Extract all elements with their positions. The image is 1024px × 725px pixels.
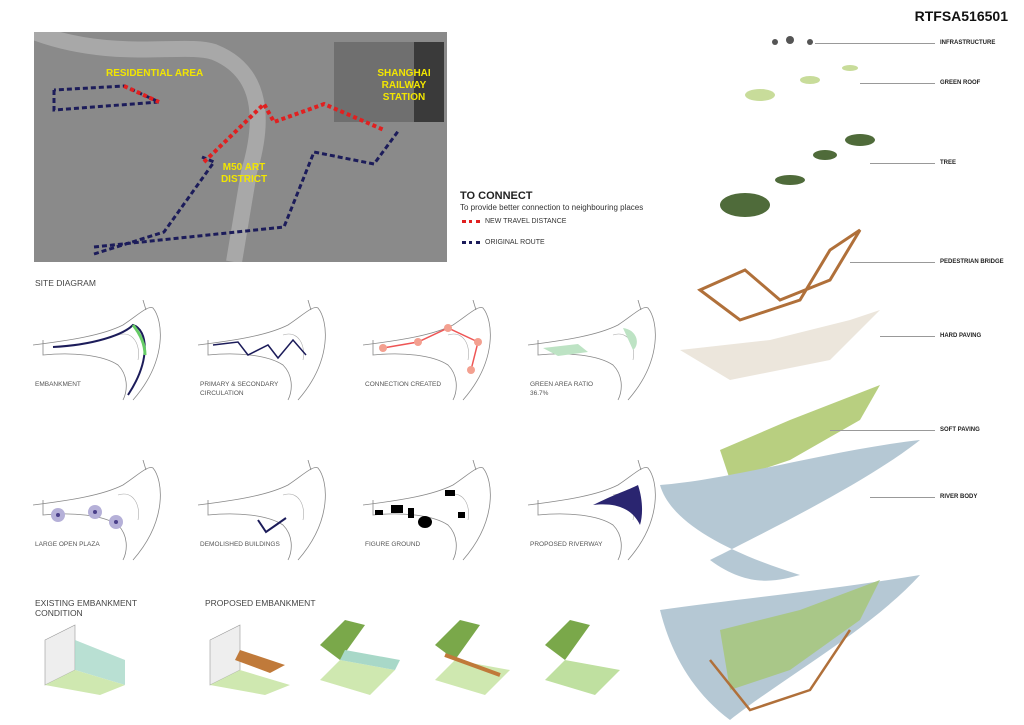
diagram-label: PROPOSED RIVERWAY (530, 541, 603, 548)
legend-original-route: ORIGINAL ROUTE (462, 239, 545, 246)
diagram-label: EMBANKMENT (35, 381, 81, 388)
board-code: RTFSA516501 (914, 8, 1008, 24)
label-residential-area: RESIDENTIAL AREA (106, 68, 204, 79)
layer-label-infrastructure: INFRASTRUCTURE (940, 40, 996, 46)
layer-pedestrian-bridge (697, 228, 862, 322)
layer-label-green-roof: GREEN ROOF (940, 80, 981, 86)
route-overlay (34, 32, 444, 262)
legend-label: NEW TRAVEL DISTANCE (485, 218, 567, 225)
layer-river-body (660, 440, 920, 581)
layer-label-hard-paving: HARD PAVING (940, 333, 982, 339)
proposed-embankment-title: PROPOSED EMBANKMENT (205, 598, 316, 608)
diagram-label: CONNECTION CREATED (365, 381, 442, 388)
layer-hard-paving (680, 310, 880, 380)
proposed-section-4 (545, 620, 620, 695)
existing-embankment-title: EXISTING EMBANKMENT CONDITION (35, 598, 137, 618)
embankment-sections (44, 620, 620, 695)
diagram-demolished: DEMOLISHED BUILDINGS (198, 460, 333, 565)
site-diagram-title: SITE DIAGRAM (35, 278, 96, 288)
layer-green-roof (745, 65, 858, 101)
diagram-green-area: GREEN AREA RATIO 36.7% (528, 300, 663, 405)
diagram-label: LARGE OPEN PLAZA (35, 541, 100, 548)
diagram-embankment: EMBANKMENT (33, 300, 168, 405)
connect-title: TO CONNECT (460, 190, 533, 202)
proposed-section-1 (209, 624, 290, 695)
aerial-map: RESIDENTIAL AREA SHANGHAI RAILWAY STATIO… (34, 32, 447, 262)
layer-tree (720, 134, 875, 217)
diagram-circulation: PRIMARY & SECONDARY CIRCULATION (198, 300, 333, 405)
proposed-section-3 (435, 620, 510, 695)
diagram-riverway: PROPOSED RIVERWAY (528, 460, 663, 565)
layer-label-river-body: RIVER BODY (940, 494, 978, 500)
connect-subtitle: To provide better connection to neighbou… (460, 203, 644, 212)
legend-label: ORIGINAL ROUTE (485, 239, 545, 246)
diagram-label: FIGURE GROUND (365, 541, 421, 548)
diagram-label: PRIMARY & SECONDARY CIRCULATION (200, 381, 279, 397)
layer-label-soft-paving: SOFT PAVING (940, 427, 980, 433)
diagram-figure-ground: FIGURE GROUND (363, 460, 498, 565)
layer-soft-paving (720, 385, 880, 480)
proposed-section-2 (320, 620, 400, 695)
label-railway-station: SHANGHAI RAILWAY STATION (377, 68, 431, 103)
layer-label-tree: TREE (940, 160, 957, 166)
label-m50-art-district: M50 ART DISTRICT (220, 162, 268, 185)
diagram-label: GREEN AREA RATIO 36.7% (530, 381, 594, 397)
existing-section (44, 624, 125, 695)
layered-axonometric (660, 36, 920, 720)
diagram-open-plaza: LARGE OPEN PLAZA (33, 460, 168, 565)
layer-infrastructure (772, 36, 813, 45)
legend-new-travel: NEW TRAVEL DISTANCE (462, 218, 566, 225)
layer-label-pedestrian-bridge: PEDESTRIAN BRIDGE (940, 259, 1004, 265)
diagram-label: DEMOLISHED BUILDINGS (200, 541, 280, 548)
diagram-connection: CONNECTION CREATED (363, 300, 498, 405)
